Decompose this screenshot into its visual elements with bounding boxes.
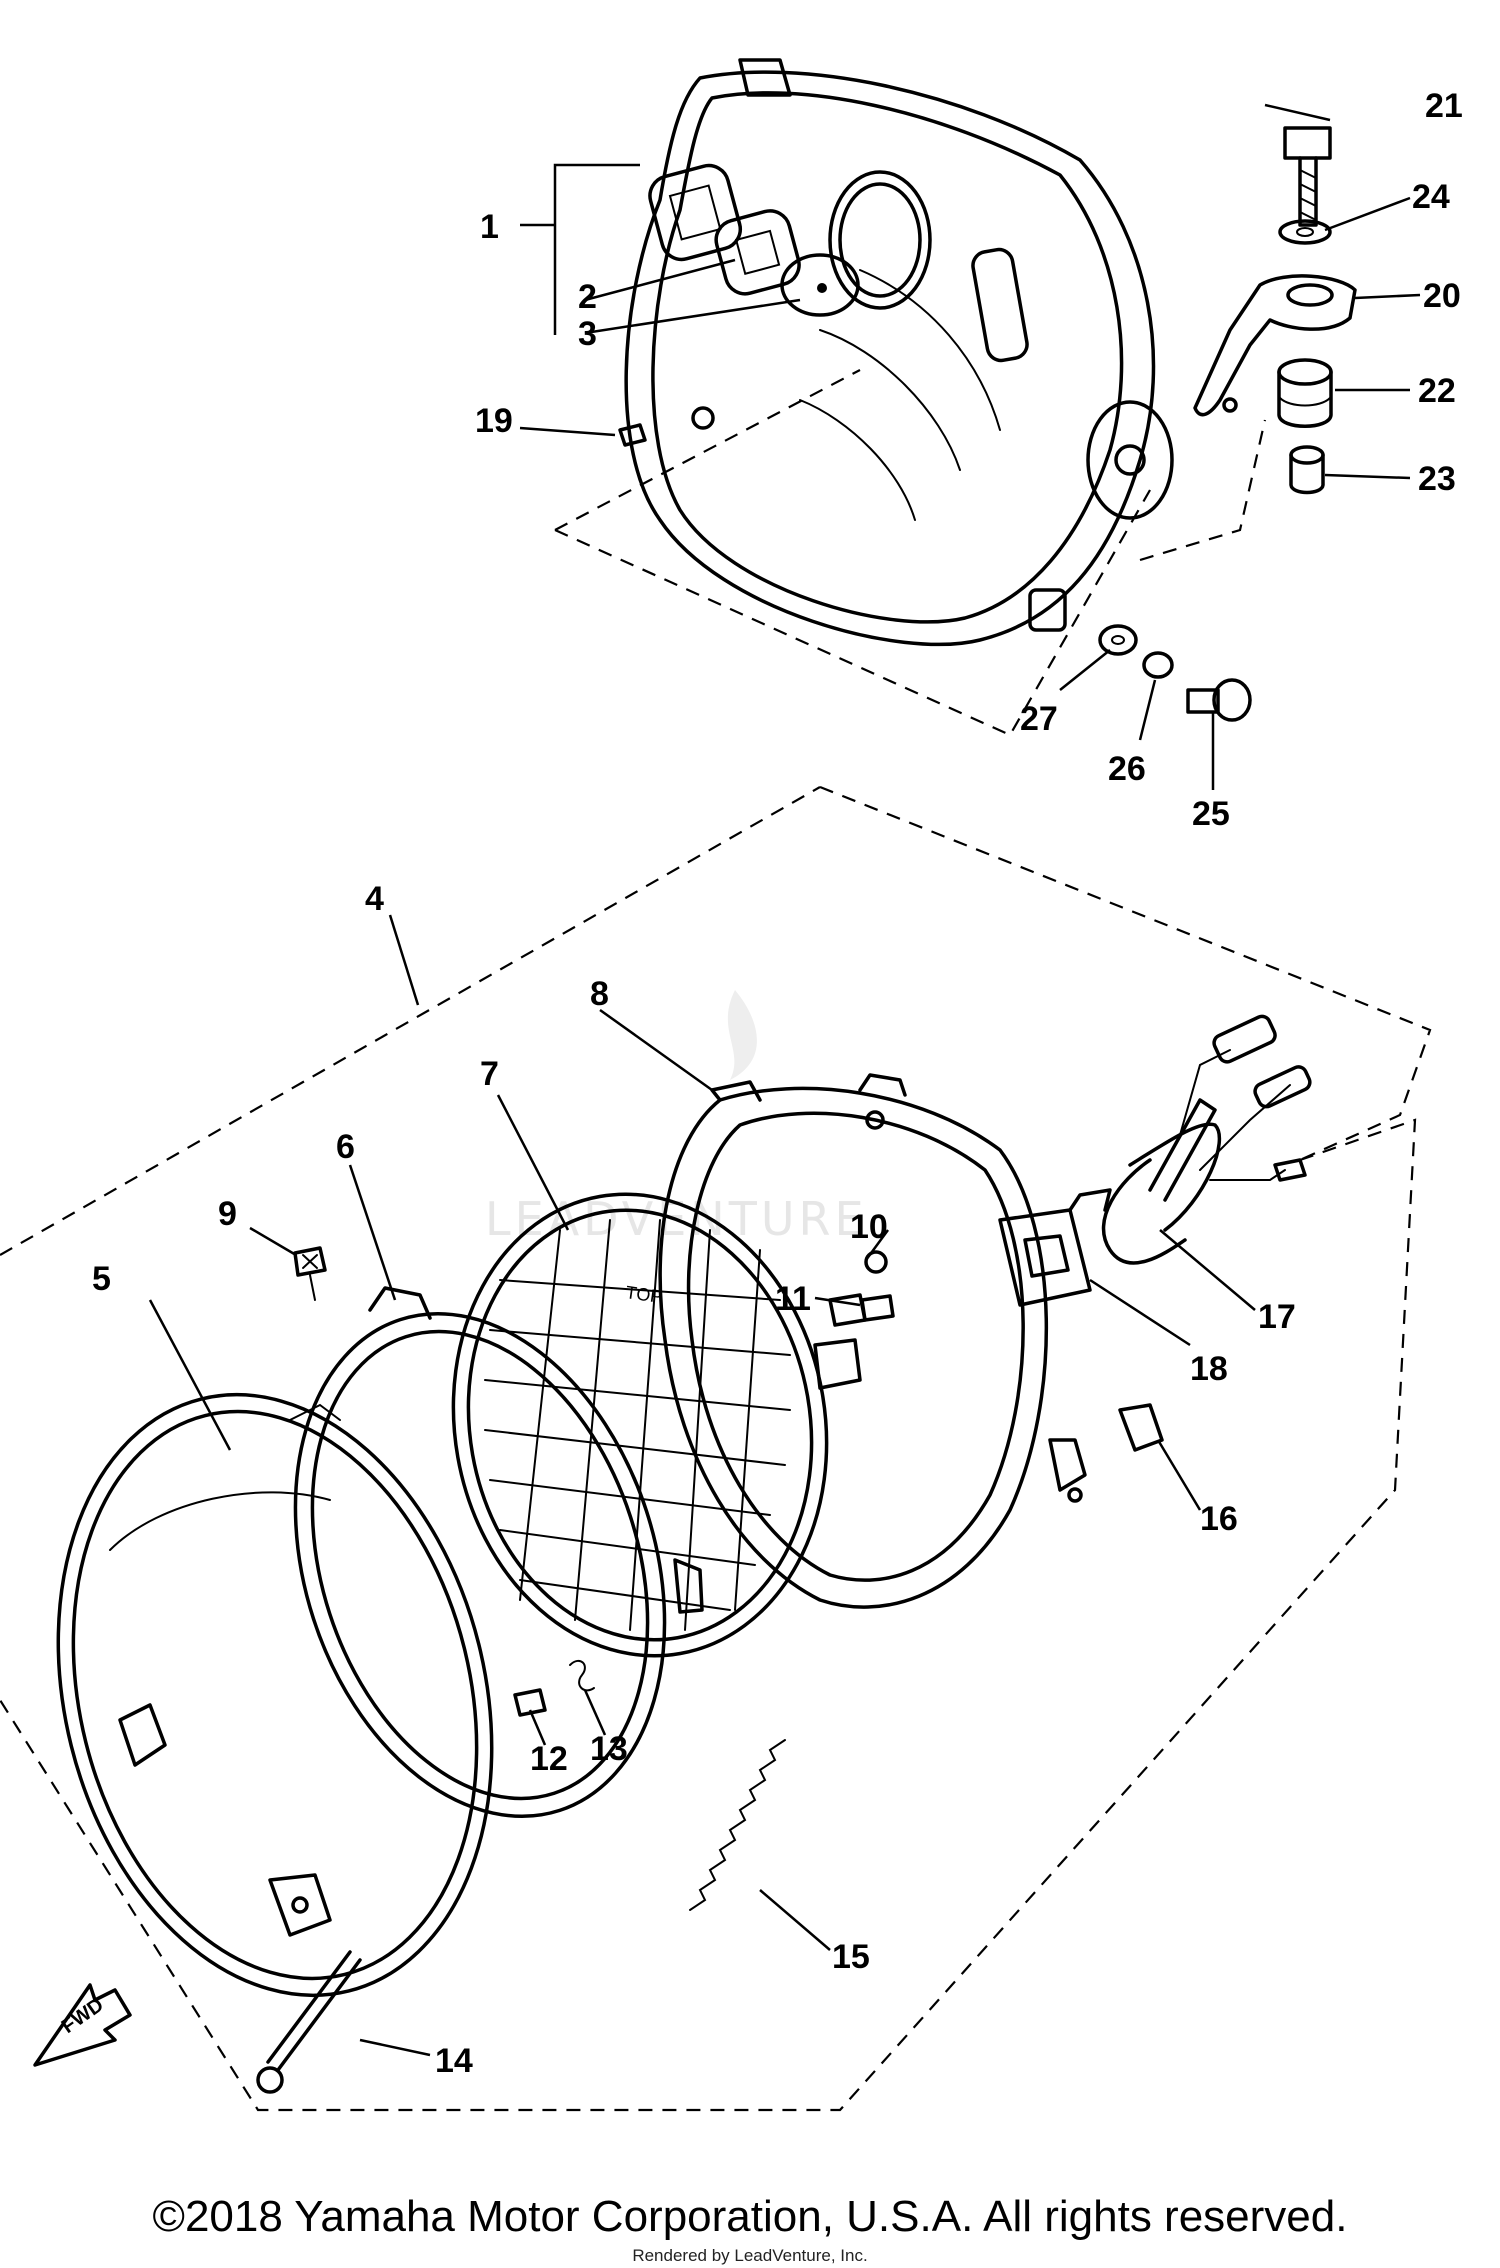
assembly-hardware: [256, 1246, 1164, 2094]
assembly-outline: [0, 785, 1432, 2112]
mounting-ring: [293, 1286, 704, 1819]
fwd-arrow-icon: FWD: [33, 1983, 132, 2067]
lens-top-text: TOP: [624, 1282, 663, 1307]
leader-lines: [148, 103, 1421, 2057]
headlight-housing: [624, 58, 1174, 647]
callout-14: 14: [435, 2042, 473, 2080]
callout-9: 9: [218, 1195, 237, 1233]
callout-4: 4: [365, 880, 384, 918]
callout-labels: 1 2 3 4 5 6 7 8 9 10 11 12 13 14 15 16 1…: [92, 87, 1463, 2080]
sealed-beam-lens: TOP: [451, 1192, 867, 1658]
copyright-notice: ©2018 Yamaha Motor Corporation, U.S.A. A…: [152, 2192, 1348, 2241]
callout-19: 19: [475, 402, 513, 440]
callout-15: 15: [832, 1938, 870, 1976]
callout-5: 5: [92, 1260, 111, 1298]
fwd-label: FWD: [58, 1994, 108, 2038]
housing-hardware: [618, 126, 1357, 722]
callout-23: 23: [1418, 460, 1456, 498]
callout-7: 7: [480, 1055, 499, 1093]
headlight-rim: [56, 1392, 494, 1998]
callout-2: 2: [578, 278, 597, 316]
callout-20: 20: [1423, 277, 1461, 315]
callout-1: 1: [480, 208, 499, 246]
callout-25: 25: [1192, 795, 1230, 833]
rendered-by-notice: Rendered by LeadVenture, Inc.: [632, 2246, 868, 2265]
callout-18: 18: [1190, 1350, 1228, 1388]
callout-16: 16: [1200, 1500, 1238, 1538]
socket-harness: [998, 1014, 1312, 1307]
callout-6: 6: [336, 1128, 355, 1166]
reflector-housing: [658, 1073, 1087, 1609]
callout-22: 22: [1418, 372, 1456, 410]
watermark: LEADVENTURE: [485, 990, 864, 1246]
callout-8: 8: [590, 975, 609, 1013]
callout-13: 13: [590, 1730, 628, 1768]
callout-17: 17: [1258, 1298, 1296, 1336]
callout-21: 21: [1425, 87, 1463, 125]
callout-3: 3: [578, 315, 597, 353]
callout-11: 11: [775, 1280, 811, 1318]
callout-10: 10: [850, 1208, 888, 1246]
callout-24: 24: [1412, 178, 1450, 216]
housing-outline: [554, 369, 1267, 737]
callout-26: 26: [1108, 750, 1146, 788]
callout-27: 27: [1020, 700, 1058, 738]
callout-12: 12: [530, 1740, 568, 1778]
